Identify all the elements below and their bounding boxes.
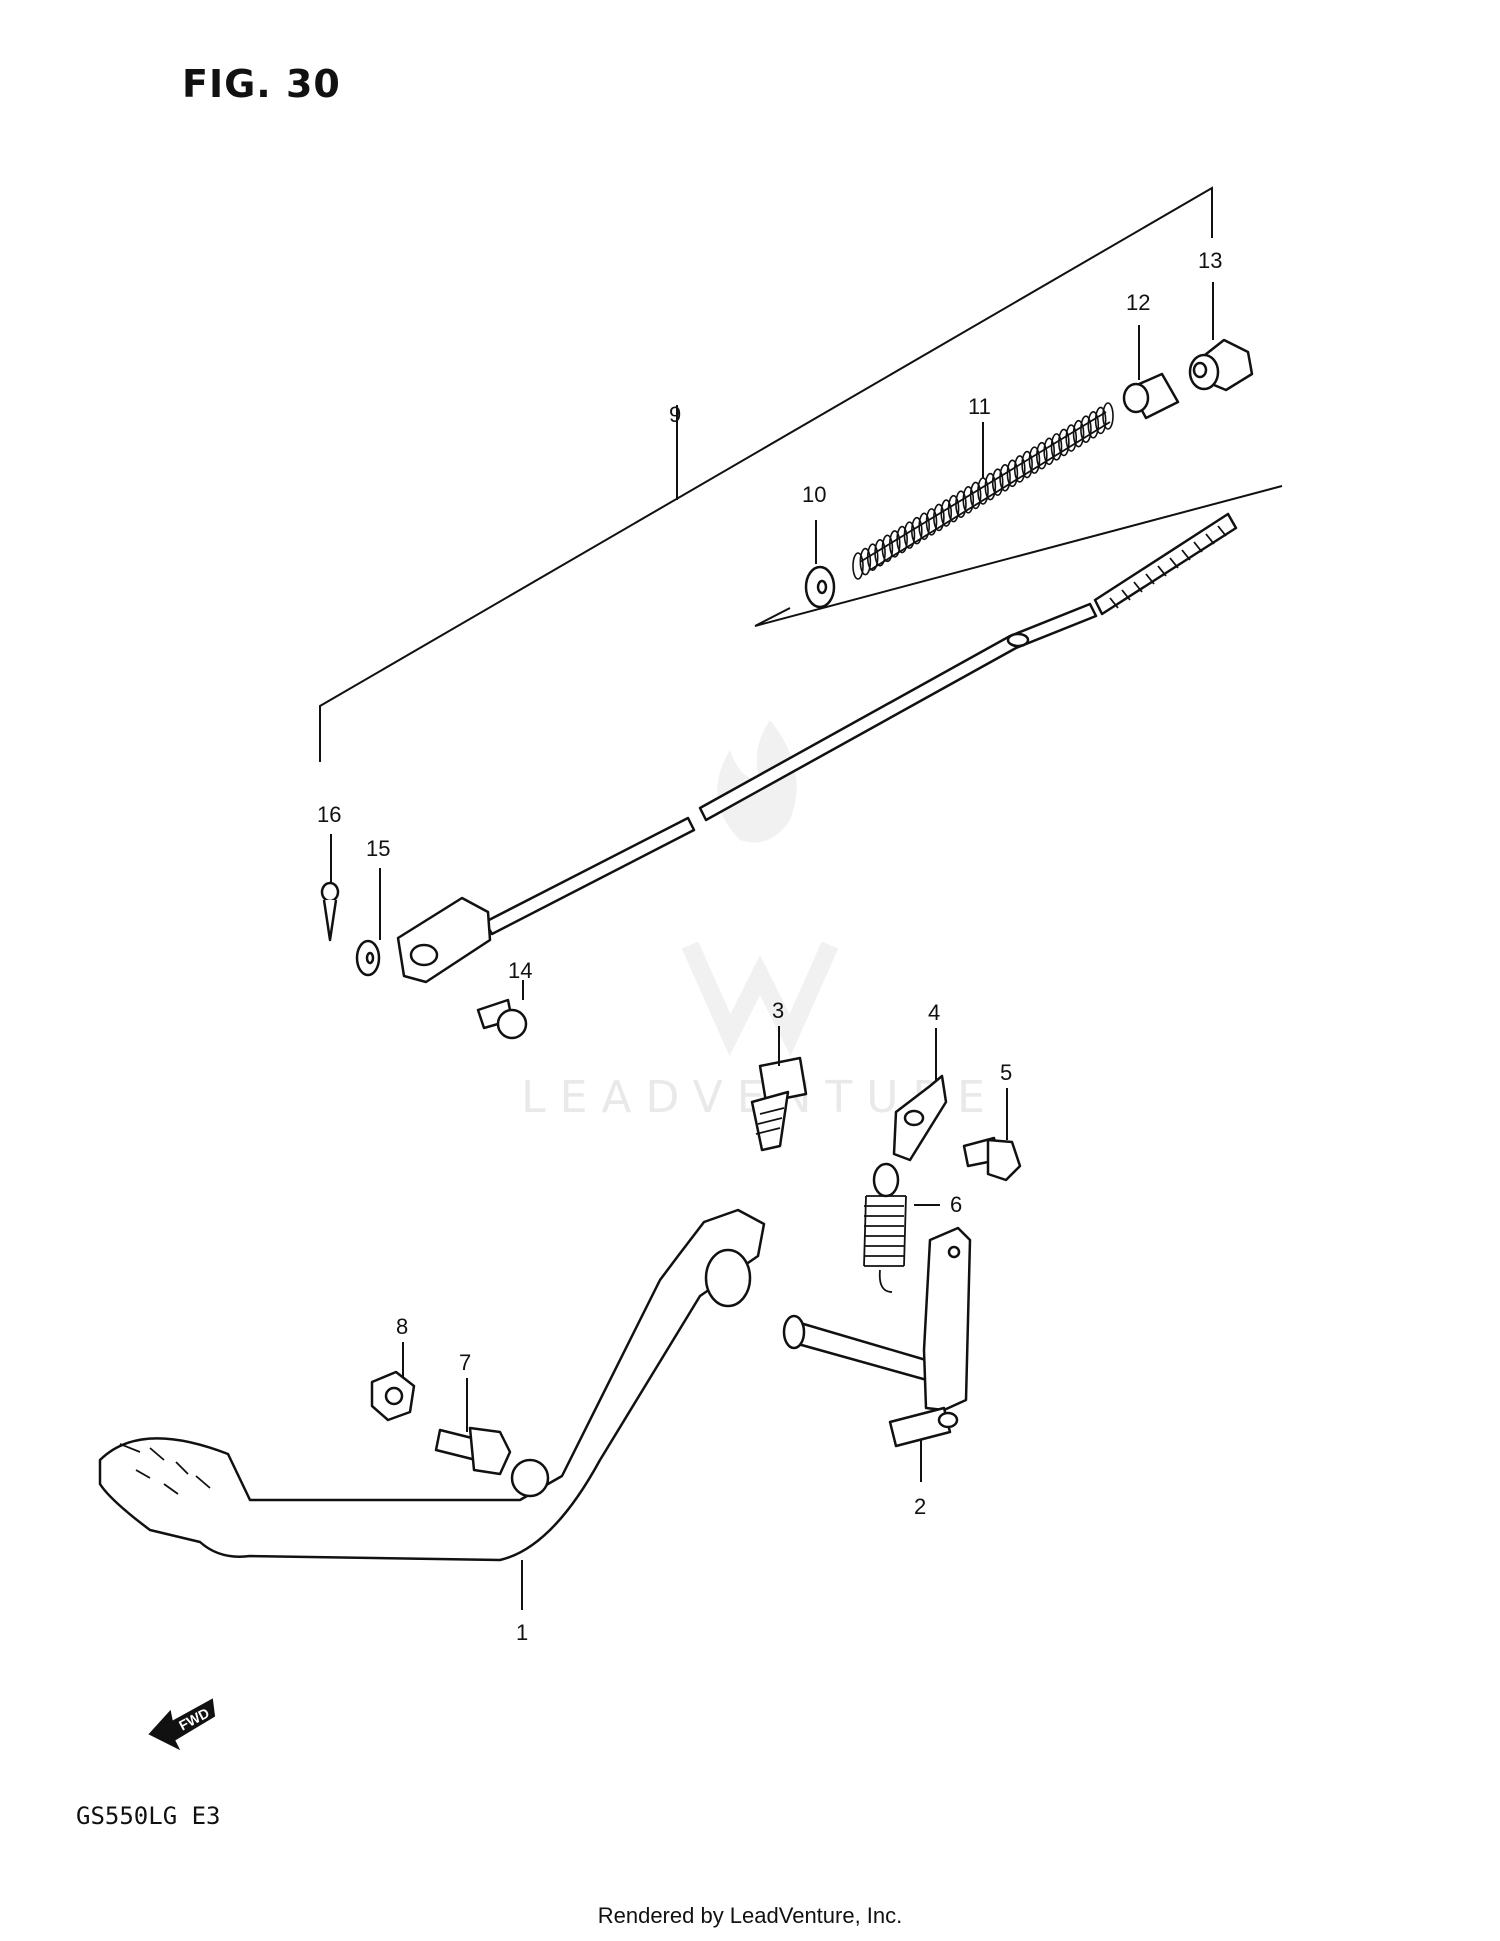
- watermark-logo: [681, 720, 839, 1057]
- washer-15: [355, 939, 381, 977]
- label-11: 11: [968, 394, 991, 419]
- spring-coil: [1028, 446, 1041, 474]
- leader-lines: [330, 282, 1214, 1610]
- label-2: 2: [914, 1494, 926, 1519]
- spring-coil: [911, 516, 923, 545]
- spring-coil: [881, 534, 894, 563]
- label-3: 3: [772, 998, 784, 1023]
- brake-arm-shaft: [782, 1226, 972, 1448]
- nut-8: [370, 1370, 416, 1422]
- label-9: 9: [669, 402, 681, 427]
- spring-coil: [918, 512, 930, 541]
- sub-bracket: [754, 485, 1283, 627]
- spring-coil: [1050, 433, 1063, 461]
- spring-plate: [892, 1074, 948, 1162]
- label-4: 4: [928, 1000, 940, 1025]
- label-1: 1: [516, 1620, 528, 1645]
- spring-coil: [984, 472, 997, 501]
- label-16: 16: [317, 802, 341, 827]
- spring-coil: [1087, 411, 1100, 439]
- spring-coil: [955, 490, 967, 519]
- group-9-bracket: [319, 186, 1213, 762]
- spring-coil: [852, 552, 864, 580]
- spring-coil: [1072, 419, 1085, 448]
- spring-coil: [940, 499, 953, 527]
- washer-10: [804, 565, 836, 609]
- bolt-3: [750, 1056, 808, 1152]
- spring-coil: [999, 463, 1011, 492]
- bolt-5: [962, 1136, 1022, 1182]
- spring-coil: [969, 481, 982, 510]
- label-15: 15: [366, 836, 390, 861]
- spring-coil: [1043, 437, 1055, 466]
- pivot-bolt: [434, 1426, 512, 1476]
- spring-coil: [1006, 459, 1019, 488]
- spring-coil: [933, 503, 945, 532]
- spring-coil: [903, 521, 916, 549]
- label-10: 10: [802, 482, 826, 507]
- label-6: 6: [950, 1192, 962, 1217]
- spring-coil: [1036, 441, 1048, 470]
- footer-credit: Rendered by LeadVenture, Inc.: [597, 1903, 903, 1928]
- spring: [852, 402, 1114, 580]
- label-7: 7: [459, 1350, 471, 1375]
- label-8: 8: [396, 1314, 408, 1339]
- spring-coil: [1013, 455, 1026, 483]
- brake-pedal: [98, 1208, 766, 1562]
- label-12: 12: [1126, 290, 1150, 315]
- spring-coil: [1065, 424, 1078, 452]
- spring-coil: [1080, 415, 1092, 444]
- spring-coil: [947, 494, 960, 523]
- model-code: GS550LG E3: [76, 1802, 221, 1830]
- figure-title: FIG. 30: [182, 62, 341, 106]
- return-spring: [863, 1162, 907, 1293]
- spring-coil: [1058, 428, 1070, 457]
- fwd-arrow-icon: FWD: [148, 1698, 216, 1751]
- spring-coil: [866, 543, 879, 571]
- brake-rod: [396, 512, 1238, 984]
- spring-coil: [1021, 450, 1033, 479]
- spring-coil: [1094, 406, 1107, 435]
- spring-coil: [991, 468, 1004, 496]
- spring-coil: [962, 486, 975, 514]
- spring-coil: [925, 508, 938, 536]
- clevis-pin: [476, 998, 528, 1040]
- spring-coil: [888, 530, 901, 558]
- label-14: 14: [508, 958, 532, 983]
- joint: [1122, 372, 1180, 420]
- spring-coil: [1102, 402, 1114, 430]
- adjuster-nut: [1188, 338, 1254, 392]
- cotter-pin: [320, 881, 340, 942]
- label-5: 5: [1000, 1060, 1012, 1085]
- spring-coil: [874, 538, 886, 567]
- callouts: 1 2 3 4 5 6 7 8 9 10 11 12 13 14 15 16: [317, 248, 1222, 1645]
- label-13: 13: [1198, 248, 1222, 273]
- spring-coil: [859, 547, 872, 576]
- spring-coil: [896, 525, 908, 554]
